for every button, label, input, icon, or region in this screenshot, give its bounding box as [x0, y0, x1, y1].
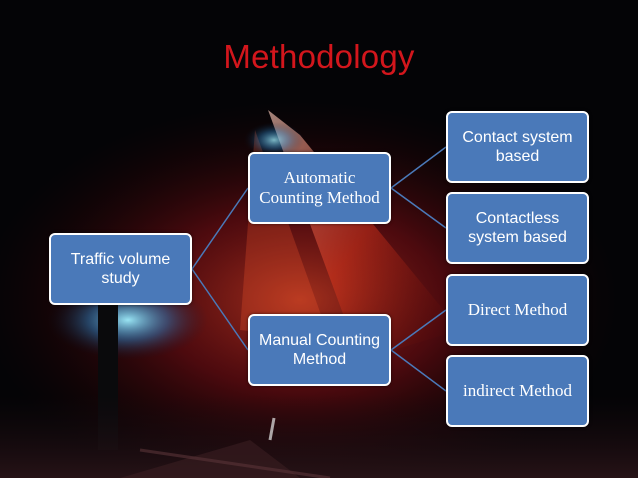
node-label: Manual Counting Method	[259, 331, 380, 368]
connector-root-automatic	[191, 187, 249, 270]
connector-automatic-contactless	[390, 187, 447, 229]
node-direct-method: Direct Method	[446, 274, 589, 346]
node-indirect-method: indirect Method	[446, 355, 589, 427]
connector-manual-indirect	[390, 349, 447, 392]
node-label: Contactless system based	[468, 209, 567, 246]
node-label: Direct Method	[467, 299, 568, 319]
node-contact-system-based: Contact system based	[446, 111, 589, 183]
node-label: Traffic volume study	[70, 250, 171, 287]
node-contactless-system-based: Contactless system based	[446, 192, 589, 264]
connector-root-manual	[191, 268, 249, 351]
node-automatic-counting-method: Automatic Counting Method	[248, 152, 391, 224]
node-label: indirect Method	[462, 380, 573, 400]
connector-manual-direct	[390, 309, 447, 351]
node-manual-counting-method: Manual Counting Method	[248, 314, 391, 386]
node-label: Contact system based	[462, 128, 573, 165]
slide-title: Methodology	[223, 38, 415, 75]
node-label: Automatic Counting Method	[259, 167, 380, 207]
connector-automatic-contact	[390, 146, 447, 189]
node-traffic-volume-study: Traffic volume study	[49, 233, 192, 305]
